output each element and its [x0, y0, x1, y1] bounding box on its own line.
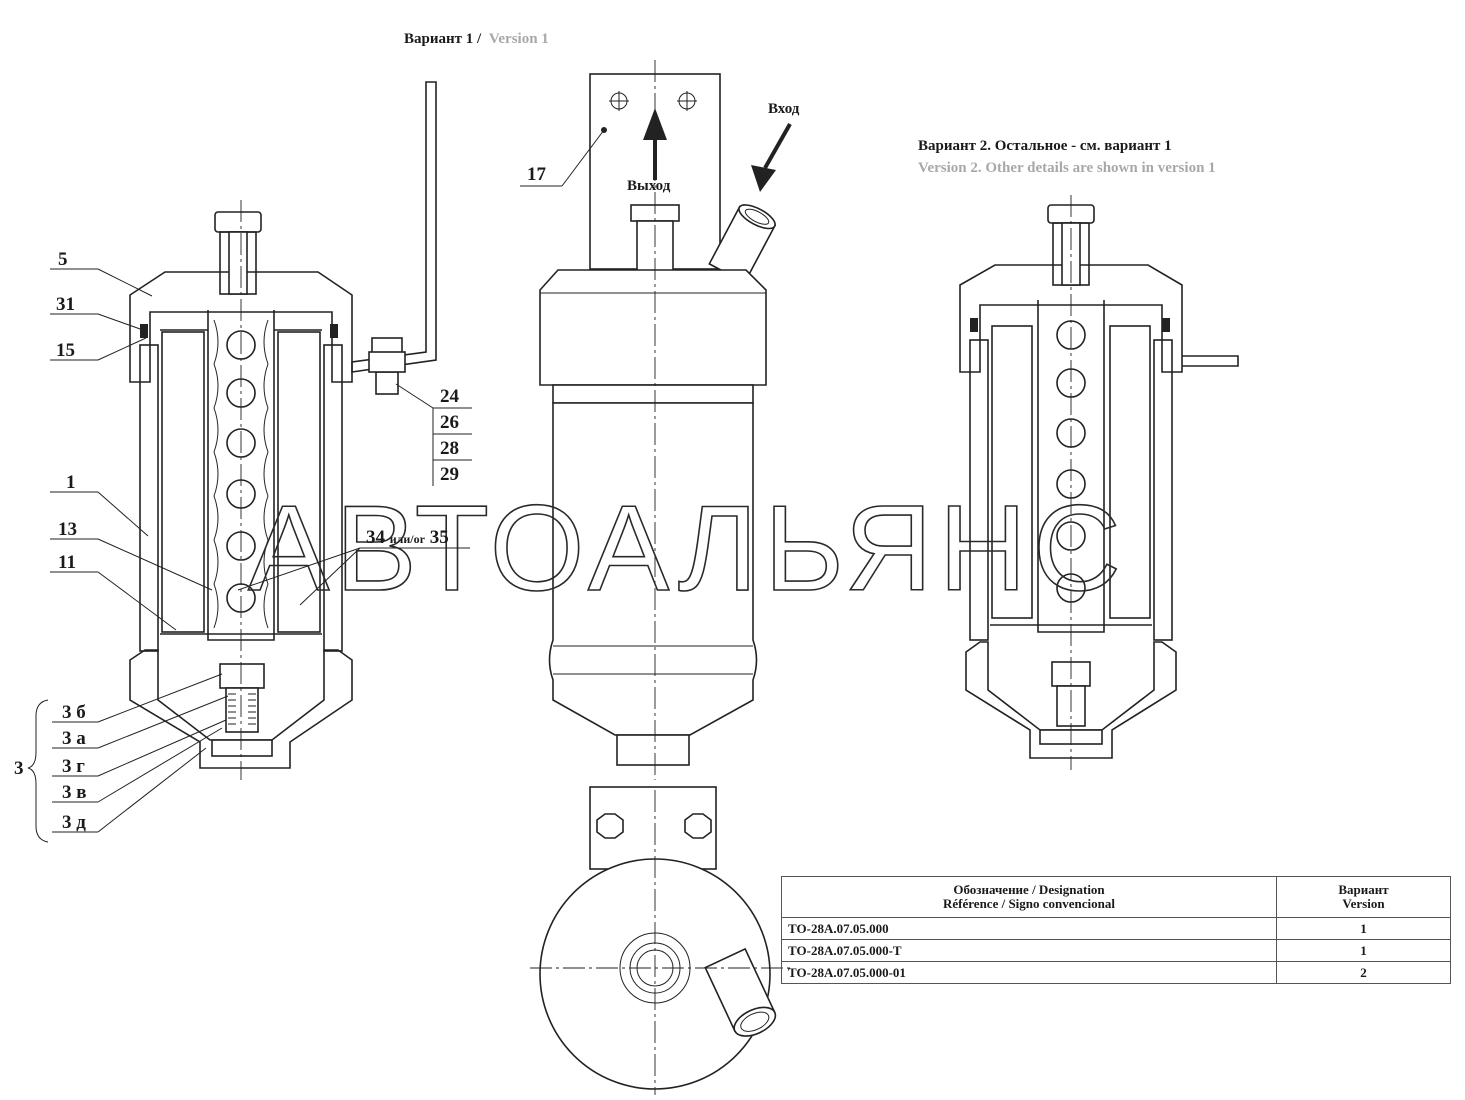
filter-front-view — [539, 60, 792, 780]
version-header: Вариант Version — [1276, 876, 1451, 918]
variant1-heading: Вариант 1 / Version 1 — [404, 31, 549, 47]
table-row: ТО-28А.07.05.000-Т 1 — [781, 939, 1451, 962]
filter-top-view — [530, 786, 790, 1095]
callout-group-3: 3 — [14, 758, 24, 779]
callout-31: 31 — [56, 294, 75, 315]
callout-3b: 3 б — [62, 702, 86, 723]
callout-11: 11 — [58, 552, 76, 573]
designation-header: Обозначение / Designation Référence / Si… — [781, 876, 1277, 918]
variant2-heading: Вариант 2. Остальное - см. вариант 1 — [918, 138, 1172, 154]
variant2-heading-en: Version 2. Other details are shown in ve… — [918, 160, 1216, 176]
designation-cell: ТО-28А.07.05.000-01 — [781, 961, 1277, 984]
version-cell: 2 — [1276, 961, 1451, 984]
callout-17: 17 — [527, 164, 547, 185]
callout-3g: 3 г — [62, 756, 85, 777]
designation-cell: ТО-28А.07.05.000 — [781, 917, 1277, 940]
callout-34-or-35: 34 или/or 35 — [366, 527, 449, 548]
callouts: 5 31 15 1 13 11 17 Выход Вход 24 26 28 2… — [14, 101, 800, 843]
table-row: ТО-28А.07.05.000-01 2 — [781, 961, 1451, 984]
table-row: ТО-28А.07.05.000 1 — [781, 917, 1451, 940]
callout-26: 26 — [440, 412, 459, 433]
callout-13: 13 — [58, 519, 77, 540]
callout-24: 24 — [440, 386, 460, 407]
outlet-label: Выход — [627, 178, 671, 194]
inlet-label: Вход — [768, 101, 800, 117]
callout-3a: 3 а — [62, 728, 86, 749]
callout-3v: 3 в — [62, 782, 87, 803]
callout-5: 5 — [58, 249, 68, 270]
callout-1: 1 — [66, 472, 76, 493]
callout-28: 28 — [440, 438, 459, 459]
table-header-row: Обозначение / Designation Référence / Si… — [781, 876, 1451, 918]
version-table: Обозначение / Designation Référence / Si… — [781, 876, 1451, 984]
designation-cell: ТО-28А.07.05.000-Т — [781, 939, 1277, 962]
callout-15: 15 — [56, 340, 75, 361]
version-cell: 1 — [1276, 939, 1451, 962]
filter-section-view-v1 — [129, 200, 353, 780]
mounting-bracket-arm — [351, 81, 437, 395]
version-cell: 1 — [1276, 917, 1451, 940]
callout-3d: 3 д — [62, 812, 86, 833]
filter-section-view-v2 — [959, 195, 1239, 770]
callout-29: 29 — [440, 464, 459, 485]
